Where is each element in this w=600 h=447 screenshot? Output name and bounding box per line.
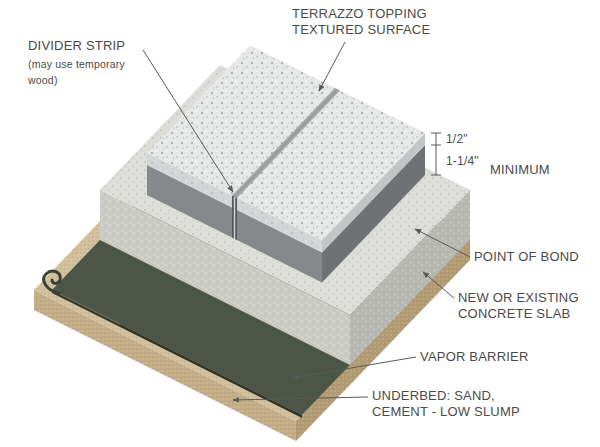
divider-strip bbox=[235, 89, 338, 197]
vapor-barrier-fold bbox=[60, 294, 120, 324]
dimension-label: 1/2" bbox=[446, 131, 468, 147]
note-label: (may use temporary wood) bbox=[28, 56, 140, 88]
part-label: UNDERBED: SAND, CEMENT - LOW SLUMP bbox=[372, 388, 547, 420]
dimension-label: 1-1/4" bbox=[446, 153, 479, 169]
leader-line bbox=[415, 229, 470, 257]
divider-strip bbox=[234, 197, 236, 239]
part-label: NEW OR EXISTING CONCRETE SLAB bbox=[458, 290, 590, 322]
dimension-label: MINIMUM bbox=[490, 162, 550, 178]
vapor-barrier-curl bbox=[44, 271, 61, 294]
leader-line bbox=[423, 272, 454, 298]
leader-line bbox=[143, 50, 233, 192]
part-label: TERRAZZO TOPPING TEXTURED SURFACE bbox=[292, 6, 467, 38]
leader-line bbox=[292, 357, 416, 378]
divider-channel bbox=[232, 196, 237, 241]
leader-lines bbox=[143, 42, 470, 400]
divider-strip bbox=[232, 88, 340, 198]
part-label: VAPOR BARRIER bbox=[420, 349, 529, 365]
dimension-marks bbox=[431, 133, 441, 175]
dimension-tick bbox=[431, 145, 441, 146]
leader-line bbox=[233, 397, 368, 400]
leader-line bbox=[319, 42, 345, 91]
topping-top bbox=[147, 46, 425, 241]
dimension-line bbox=[436, 133, 437, 175]
terrazzo-texture bbox=[147, 46, 425, 241]
dimension-tick bbox=[431, 175, 441, 176]
part-label: POINT OF BOND bbox=[474, 249, 579, 265]
dimension-tick bbox=[431, 133, 441, 134]
part-label: DIVIDER STRIP bbox=[28, 38, 125, 54]
terrazzo-texture bbox=[147, 153, 322, 253]
terrazzo bbox=[147, 46, 425, 283]
